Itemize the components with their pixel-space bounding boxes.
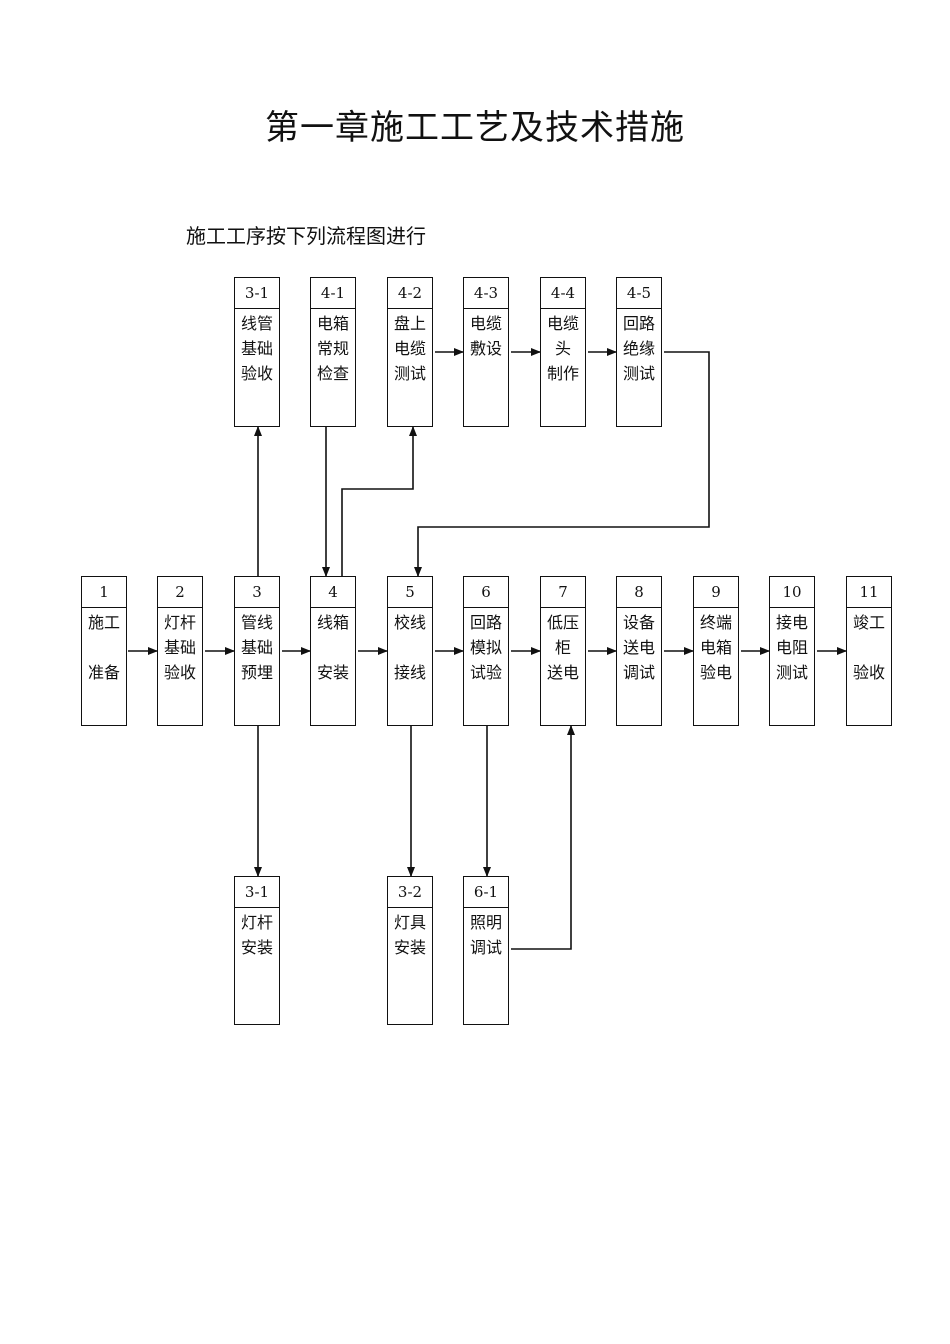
arrow-4-to-4-2: [341, 426, 417, 576]
step-label: 照明 调试: [469, 913, 502, 957]
step-number: 4-4: [541, 278, 585, 309]
arrow-4-5-to-5: [414, 351, 710, 577]
step-box-3-2: 3-2 灯具 安装: [387, 876, 433, 1025]
step-number: 3-2: [388, 877, 432, 908]
step-number: 10: [770, 577, 814, 608]
step-label: 竣工 验收: [852, 613, 885, 682]
step-label: 校线 接线: [393, 613, 426, 682]
step-label: 回路 模拟 试验: [469, 613, 502, 682]
step-label: 设备 送电 调试: [622, 613, 655, 682]
step-box-4-4: 4-4 电缆 头 制作: [540, 277, 586, 427]
step-number: 3-1: [235, 877, 279, 908]
step-number: 4: [311, 577, 355, 608]
step-label: 电缆 头 制作: [546, 314, 579, 383]
step-label: 低压 柜 送电: [546, 613, 579, 682]
step-label: 电箱 常规 检查: [316, 314, 349, 383]
step-number: 9: [694, 577, 738, 608]
step-box-4-1: 4-1 电箱 常规 检查: [310, 277, 356, 427]
step-label: 灯具 安装: [393, 913, 426, 957]
step-label: 灯杆 基础 验收: [163, 613, 196, 682]
step-number: 4-3: [464, 278, 508, 309]
step-number: 4-2: [388, 278, 432, 309]
step-number: 5: [388, 577, 432, 608]
step-label: 灯杆 安装: [240, 913, 273, 957]
step-box-9: 9 终端 电箱 验电: [693, 576, 739, 726]
step-label: 终端 电箱 验电: [699, 613, 732, 682]
step-label: 施工 准备: [87, 613, 120, 682]
step-box-10: 10 接电 电阻 测试: [769, 576, 815, 726]
step-box-8: 8 设备 送电 调试: [616, 576, 662, 726]
step-box-3-1-conduit-acceptance: 3-1 线管 基础 验收: [234, 277, 280, 427]
step-label: 线箱 安装: [316, 613, 349, 682]
step-box-5: 5 校线 接线: [387, 576, 433, 726]
arrow-6-1-to-7: [511, 725, 575, 950]
step-box-6: 6 回路 模拟 试验: [463, 576, 509, 726]
page-title: 第一章施工工艺及技术措施: [265, 108, 685, 148]
step-number: 3: [235, 577, 279, 608]
step-number: 7: [541, 577, 585, 608]
step-number: 2: [158, 577, 202, 608]
step-box-3: 3 管线 基础 预埋: [234, 576, 280, 726]
step-box-4-3: 4-3 电缆 敷设: [463, 277, 509, 427]
step-number: 4-1: [311, 278, 355, 309]
step-box-11: 11 竣工 验收: [846, 576, 892, 726]
step-box-2: 2 灯杆 基础 验收: [157, 576, 203, 726]
step-number: 6-1: [464, 877, 508, 908]
step-label: 盘上 电缆 测试: [393, 314, 426, 383]
step-number: 4-5: [617, 278, 661, 309]
step-box-4-2: 4-2 盘上 电缆 测试: [387, 277, 433, 427]
step-number: 3-1: [235, 278, 279, 309]
step-number: 11: [847, 577, 891, 608]
step-label: 回路 绝缘 测试: [622, 314, 655, 383]
step-box-3-1-pole-installation: 3-1 灯杆 安装: [234, 876, 280, 1025]
step-box-7: 7 低压 柜 送电: [540, 576, 586, 726]
step-label: 线管 基础 验收: [240, 314, 273, 383]
step-number: 1: [82, 577, 126, 608]
step-box-4-5: 4-5 回路 绝缘 测试: [616, 277, 662, 427]
step-box-4: 4 线箱 安装: [310, 576, 356, 726]
step-box-1: 1 施工 准备: [81, 576, 127, 726]
flowchart-caption: 施工工序按下列流程图进行: [186, 224, 426, 248]
step-number: 6: [464, 577, 508, 608]
step-box-6-1: 6-1 照明 调试: [463, 876, 509, 1025]
step-label: 电缆 敷设: [469, 314, 502, 358]
step-number: 8: [617, 577, 661, 608]
step-label: 接电 电阻 测试: [775, 613, 808, 682]
step-label: 管线 基础 预埋: [240, 613, 273, 682]
